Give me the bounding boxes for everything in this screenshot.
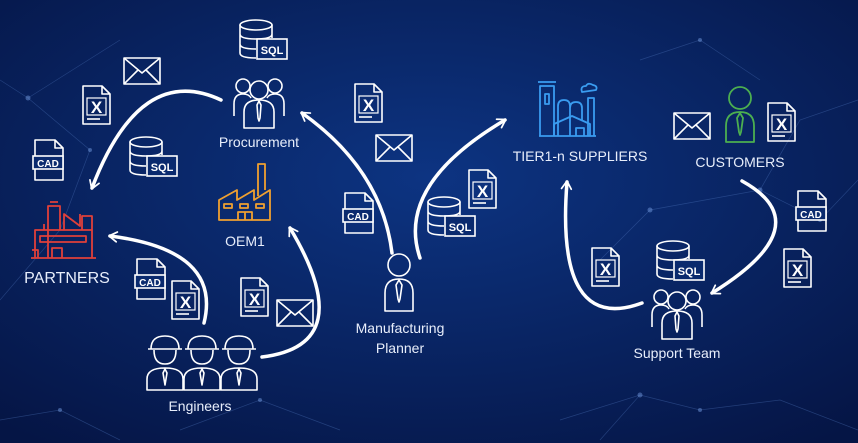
node-tier1-suppliers: TIER1-n SUPPLIERS bbox=[513, 81, 648, 164]
suppliers-label: TIER1-n SUPPLIERS bbox=[513, 148, 648, 164]
database-sql-icon: SQL bbox=[239, 19, 288, 60]
arrow-support-to-suppliers bbox=[560, 180, 644, 311]
excel-glyph: X bbox=[477, 182, 489, 201]
planner-label-line2: Planner bbox=[376, 340, 425, 356]
cad-file-icon: CAD bbox=[32, 139, 64, 181]
node-oem1: OEM1 bbox=[218, 163, 271, 249]
arrow-planner-to-procurement bbox=[300, 111, 394, 255]
support-team-label: Support Team bbox=[634, 345, 721, 361]
excel-file-icon: X bbox=[591, 247, 620, 287]
industrial-plant-icon bbox=[538, 81, 598, 137]
database-sql-icon: SQL bbox=[427, 196, 476, 237]
database-sql-icon: SQL bbox=[129, 136, 178, 177]
cad-glyph: CAD bbox=[139, 278, 161, 289]
arrow-planner-to-suppliers bbox=[413, 118, 507, 260]
excel-glyph: X bbox=[600, 260, 612, 279]
flow-arrows bbox=[89, 89, 778, 359]
arrow-engineers-to-oem bbox=[260, 226, 321, 359]
person-icon bbox=[725, 86, 755, 143]
sql-glyph: SQL bbox=[261, 45, 284, 57]
cad-file-icon: CAD bbox=[795, 190, 827, 232]
node-manufacturing-planner: Manufacturing Planner bbox=[356, 253, 445, 356]
excel-glyph: X bbox=[363, 96, 375, 115]
cad-file-icon: CAD bbox=[342, 192, 374, 234]
sql-glyph: SQL bbox=[449, 222, 472, 234]
procurement-label: Procurement bbox=[219, 134, 299, 150]
excel-file-icon: X bbox=[767, 102, 796, 142]
arrow-customers-to-support bbox=[710, 179, 778, 295]
engineers-label: Engineers bbox=[168, 398, 231, 414]
network-background-decoration bbox=[0, 38, 858, 441]
node-customers: CUSTOMERS bbox=[695, 86, 785, 170]
excel-file-icon: X bbox=[354, 83, 383, 123]
arrow-procurement-to-partners bbox=[89, 89, 223, 190]
cad-file-icon: CAD bbox=[134, 258, 166, 300]
excel-file-icon: X bbox=[783, 248, 812, 288]
excel-glyph: X bbox=[180, 293, 192, 312]
sql-glyph: SQL bbox=[678, 266, 701, 278]
excel-glyph: X bbox=[249, 290, 261, 309]
oem1-label: OEM1 bbox=[225, 233, 265, 249]
excel-file-icon: X bbox=[82, 85, 111, 125]
factory-icon bbox=[31, 201, 96, 259]
node-engineers: Engineers bbox=[146, 335, 258, 414]
factory-icon bbox=[218, 163, 271, 221]
excel-glyph: X bbox=[776, 115, 788, 134]
node-partners: PARTNERS bbox=[24, 201, 110, 287]
node-support-team: Support Team bbox=[634, 289, 721, 361]
excel-file-icon: X bbox=[171, 280, 200, 320]
database-sql-icon: SQL bbox=[656, 240, 705, 281]
customers-label: CUSTOMERS bbox=[695, 154, 784, 170]
excel-file-icon: X bbox=[240, 277, 269, 317]
arrow-engineers-to-partners bbox=[108, 231, 209, 325]
sql-glyph: SQL bbox=[151, 162, 174, 174]
cad-glyph: CAD bbox=[800, 210, 822, 221]
excel-glyph: X bbox=[792, 261, 804, 280]
cad-glyph: CAD bbox=[347, 212, 369, 223]
node-procurement: Procurement bbox=[219, 78, 299, 150]
excel-glyph: X bbox=[91, 98, 103, 117]
planner-label-line1: Manufacturing bbox=[356, 320, 445, 336]
partners-label: PARTNERS bbox=[24, 270, 110, 287]
excel-file-icon: X bbox=[468, 169, 497, 209]
cad-glyph: CAD bbox=[37, 159, 59, 170]
